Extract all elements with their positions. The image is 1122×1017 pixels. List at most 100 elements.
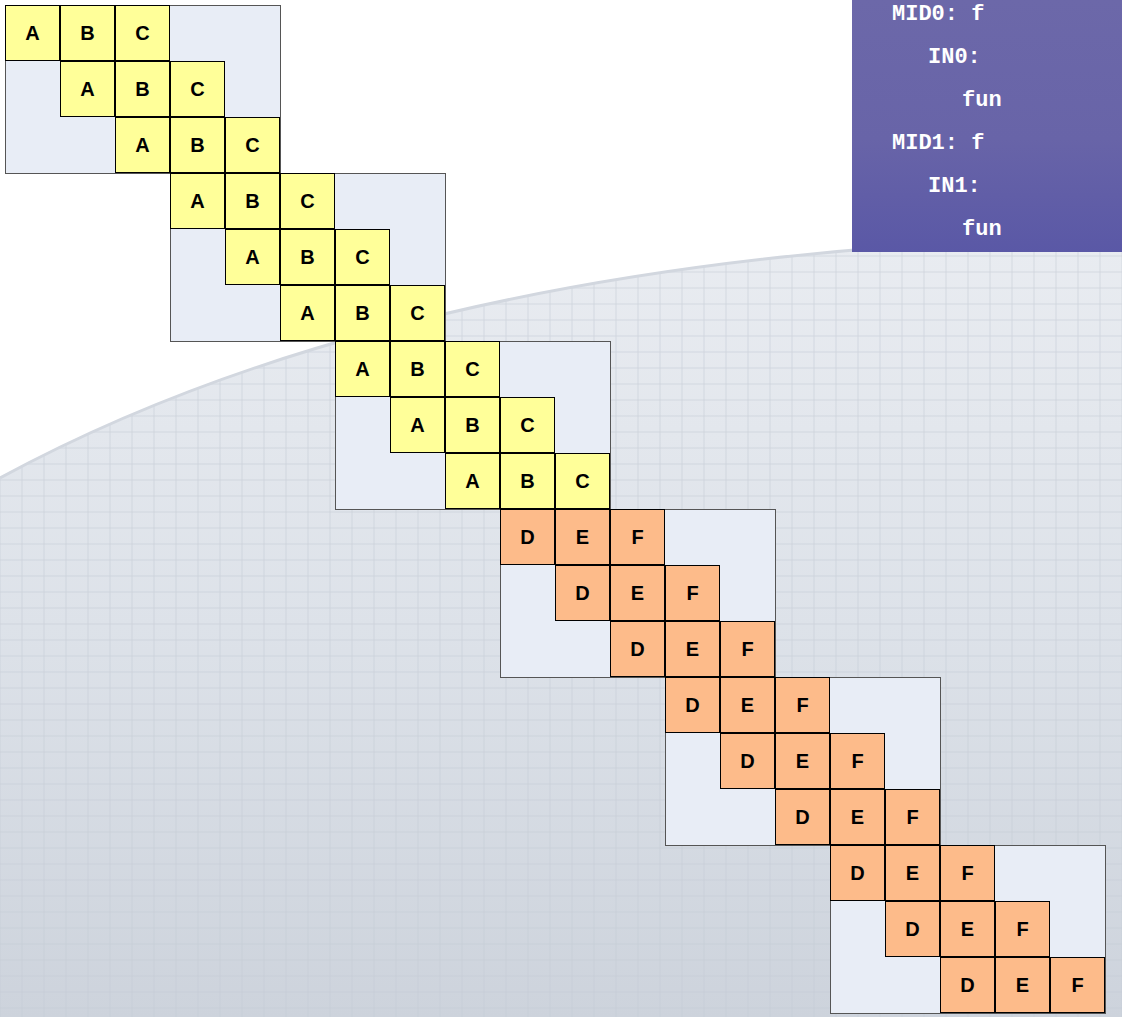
cell-letter: E: [961, 919, 974, 939]
cell-letter: D: [795, 807, 809, 827]
cell-letter: F: [961, 863, 973, 883]
stage-cell: E: [775, 733, 830, 789]
cell-letter: A: [135, 135, 149, 155]
cell-letter: A: [25, 23, 39, 43]
stage-cell: D: [500, 509, 555, 565]
cell-letter: D: [685, 695, 699, 715]
stage-cell: F: [995, 901, 1050, 957]
cell-letter: C: [355, 247, 369, 267]
stage-cell: A: [280, 285, 335, 341]
stage-cell: A: [115, 117, 170, 173]
cell-letter: F: [796, 695, 808, 715]
stage-cell: C: [335, 229, 390, 285]
stage-cell: F: [940, 845, 995, 901]
cell-letter: D: [905, 919, 919, 939]
code-line: IN1:: [928, 174, 981, 200]
stage-cell: C: [225, 117, 280, 173]
code-line: IN0:: [928, 45, 981, 71]
cell-letter: A: [80, 79, 94, 99]
cell-letter: E: [686, 639, 699, 659]
cell-letter: C: [575, 471, 589, 491]
cell-letter: E: [631, 583, 644, 603]
cell-letter: C: [520, 415, 534, 435]
cell-letter: A: [465, 471, 479, 491]
stage-cell: D: [775, 789, 830, 845]
cell-letter: F: [686, 583, 698, 603]
stage-cell: C: [280, 173, 335, 229]
cell-letter: A: [245, 247, 259, 267]
stage-cell: B: [170, 117, 225, 173]
group-box: [336, 342, 611, 510]
stage-cell: C: [115, 5, 170, 61]
stage-cell: C: [500, 397, 555, 453]
cell-letter: C: [300, 191, 314, 211]
code-line: fun: [962, 88, 1002, 114]
cell-letter: C: [465, 359, 479, 379]
cell-letter: E: [1016, 975, 1029, 995]
group-box: [171, 174, 446, 342]
stage-cell: A: [390, 397, 445, 453]
cell-letter: F: [741, 639, 753, 659]
code-line: fun: [962, 217, 1002, 243]
cell-letter: B: [80, 23, 94, 43]
cell-letter: E: [851, 807, 864, 827]
stage-cell: D: [555, 565, 610, 621]
stage-cell: D: [830, 845, 885, 901]
cell-letter: F: [631, 527, 643, 547]
cell-letter: E: [906, 863, 919, 883]
stage-cell: E: [720, 677, 775, 733]
stage-cell: B: [280, 229, 335, 285]
group-box: [831, 846, 1106, 1014]
stage-cell: F: [885, 789, 940, 845]
stage-cell: C: [445, 341, 500, 397]
group-box: [666, 678, 941, 846]
cell-letter: B: [190, 135, 204, 155]
cell-letter: C: [245, 135, 259, 155]
stage-cell: B: [115, 61, 170, 117]
group-box: [6, 6, 281, 174]
cell-letter: F: [1071, 975, 1083, 995]
stage-cell: A: [225, 229, 280, 285]
stage-cell: B: [335, 285, 390, 341]
cell-letter: F: [906, 807, 918, 827]
stage-cell: E: [995, 957, 1050, 1013]
cell-letter: D: [960, 975, 974, 995]
cell-letter: D: [850, 863, 864, 883]
group-box: [501, 510, 776, 678]
cell-letter: C: [135, 23, 149, 43]
stage-cell: A: [170, 173, 225, 229]
code-panel: MID0: fIN0:funMID1: fIN1:fun: [852, 0, 1122, 252]
cell-letter: B: [245, 191, 259, 211]
stage-cell: F: [775, 677, 830, 733]
cell-letter: D: [520, 527, 534, 547]
cell-letter: E: [741, 695, 754, 715]
cell-letter: B: [300, 247, 314, 267]
stage-cell: E: [885, 845, 940, 901]
stage-cell: E: [665, 621, 720, 677]
cell-letter: D: [740, 751, 754, 771]
stage-cell: C: [555, 453, 610, 509]
stage-cell: F: [1050, 957, 1105, 1013]
stage-cell: B: [390, 341, 445, 397]
stage-cell: E: [610, 565, 665, 621]
stage-cell: D: [665, 677, 720, 733]
stage-cell: C: [170, 61, 225, 117]
cell-letter: A: [410, 415, 424, 435]
stage-cell: A: [445, 453, 500, 509]
stage-cell: B: [500, 453, 555, 509]
stage-cell: F: [830, 733, 885, 789]
cell-letter: B: [355, 303, 369, 323]
stage-cell: F: [665, 565, 720, 621]
stage-cell: D: [610, 621, 665, 677]
stage-cell: C: [390, 285, 445, 341]
cell-letter: A: [355, 359, 369, 379]
stage-cell: B: [225, 173, 280, 229]
cell-letter: E: [796, 751, 809, 771]
cell-letter: B: [520, 471, 534, 491]
stage-cell: F: [720, 621, 775, 677]
cell-letter: A: [190, 191, 204, 211]
code-line: MID0: f: [892, 2, 984, 28]
stage-cell: A: [60, 61, 115, 117]
stage-cell: D: [885, 901, 940, 957]
